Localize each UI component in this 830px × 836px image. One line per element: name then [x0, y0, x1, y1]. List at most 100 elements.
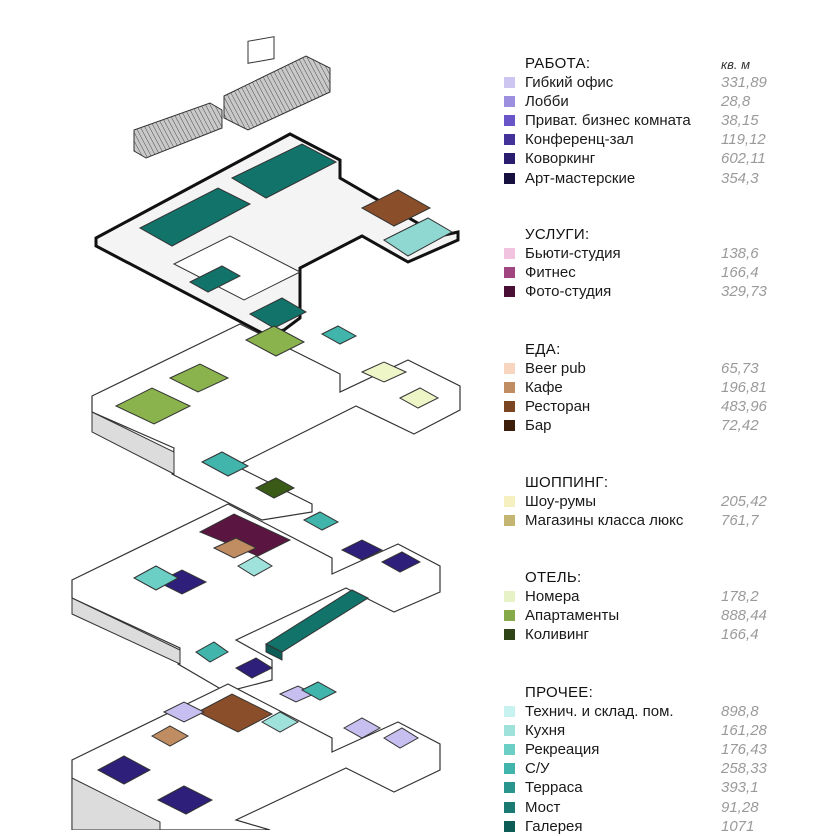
- legend-item-label: Ресторан: [525, 398, 591, 416]
- legend-swatch: [504, 610, 515, 622]
- legend-item-label: Фитнес: [525, 264, 576, 282]
- floor-top-gallery: [230, 143, 338, 199]
- legend-swatch: [504, 153, 515, 165]
- legend-section-title: ОТЕЛЬ:: [525, 569, 582, 586]
- legend-swatch: [504, 248, 515, 259]
- legend-item-value: 72,42: [721, 417, 759, 435]
- legend-swatch: [504, 382, 515, 394]
- legend-item: С/У 258,33: [500, 759, 820, 778]
- legend-item: Терраса 393,1: [500, 778, 820, 797]
- legend-section-title: ШОППИНГ:: [525, 474, 609, 491]
- floor-top-wing: [172, 235, 302, 301]
- floor-top-wing-teal: [188, 265, 242, 293]
- legend-item-value: 888,44: [721, 607, 767, 625]
- legend-item-value: 898,8: [721, 703, 759, 720]
- floor-ground-lobby: [342, 717, 382, 739]
- floor-services: [71, 503, 441, 693]
- legend-item-value: 176,43: [721, 741, 767, 759]
- legend-swatch: [504, 286, 515, 298]
- legend-swatch: [504, 782, 515, 794]
- legend-item-value: 483,96: [721, 398, 767, 416]
- legend-swatch: [504, 744, 515, 756]
- legend-item-value: 354,3: [721, 169, 759, 187]
- legend-section-title: УСЛУГИ:: [525, 226, 590, 243]
- legend-swatch: [504, 629, 515, 641]
- legend-item-label: С/У: [525, 760, 550, 778]
- floor-ground-side: [71, 777, 161, 830]
- legend-swatch: [504, 134, 515, 146]
- floor-hotel-coliving: [254, 477, 296, 499]
- legend-item-value: 65,73: [721, 360, 759, 377]
- legend-swatch: [504, 267, 515, 279]
- legend-section-title: ЕДА:: [525, 341, 561, 358]
- legend-swatch: [504, 496, 515, 507]
- floor-ground-slab: [71, 683, 441, 830]
- legend-item-value: 1071: [721, 817, 755, 835]
- legend-section-title: РАБОТА:: [525, 55, 591, 72]
- floor-services-recreation: [132, 565, 180, 591]
- floor-ground-coworking: [96, 755, 152, 785]
- legend-item-value: 161,28: [721, 722, 767, 740]
- legend-swatch: [504, 96, 515, 108]
- legend-swatch: [504, 401, 515, 413]
- legend-swatch: [504, 725, 515, 737]
- legend-item-value: 761,7: [721, 512, 759, 530]
- legend-item: Бьюти-студия 138,6: [500, 244, 820, 263]
- legend-swatch: [504, 115, 515, 127]
- legend-item-value: 393,1: [721, 779, 759, 797]
- floor-hotel-wc-2: [320, 325, 358, 345]
- floor-hotel-rooms-2: [398, 387, 440, 409]
- legend-item: Рекреация 176,43: [500, 740, 820, 759]
- legend-swatch: [504, 591, 515, 602]
- legend-item-value: 38,15: [721, 112, 759, 130]
- legend-item-value: 196,81: [721, 379, 767, 397]
- legend-item: Технич. и склад. пом.898,8: [500, 702, 820, 721]
- floor-hotel-side: [91, 411, 175, 475]
- floor-top-terrace: [138, 187, 252, 247]
- legend-item-value: 602,11: [721, 150, 766, 168]
- legend-swatch: [504, 801, 515, 813]
- legend-item-label: Бьюти-студия: [525, 245, 621, 262]
- floor-ground: [71, 681, 441, 830]
- floor-hotel-apartments-1: [114, 387, 192, 425]
- floor-ground-wc: [260, 711, 300, 733]
- legend-item-value: 258,33: [721, 760, 767, 778]
- legend-item-value: 331,89: [721, 74, 767, 91]
- legend-swatch: [504, 363, 515, 374]
- floor-hotel-apartments-2: [168, 363, 230, 393]
- floor-services-coworking: [340, 539, 384, 561]
- floor-services-coworking-2: [380, 551, 422, 573]
- legend-swatch: [504, 515, 515, 527]
- axonometric-floors-diagram: [71, 36, 461, 830]
- legend-item: Коворкинг 602,11: [500, 149, 820, 168]
- legend-item-label: Beer pub: [525, 360, 586, 377]
- legend-item-label: Рекреация: [525, 741, 600, 759]
- bridge: [264, 589, 370, 661]
- floor-services-office: [234, 657, 274, 679]
- legend-unit-header: кв. м: [721, 57, 751, 72]
- legend-item-value: 205,42: [721, 493, 767, 510]
- legend-item-label: Номера: [525, 588, 580, 605]
- legend-item-label: Конференц-зал: [525, 131, 634, 149]
- legend-item-label: Бар: [525, 417, 552, 435]
- floor-hotel: [91, 323, 461, 521]
- legend-item-label: Терраса: [525, 779, 583, 797]
- floor-ground-wc-2: [300, 681, 338, 701]
- legend-item-label: Галерея: [525, 817, 583, 835]
- legend-swatch: [504, 172, 515, 184]
- legend-swatch: [504, 820, 515, 832]
- legend-item-value: 138,6: [721, 245, 759, 262]
- legend-item-label: Коворкинг: [525, 150, 596, 168]
- floor-top-restaurant: [360, 189, 432, 227]
- floor-top-terrace-east: [383, 217, 454, 257]
- legend-item: Beer pub 65,73: [500, 359, 820, 378]
